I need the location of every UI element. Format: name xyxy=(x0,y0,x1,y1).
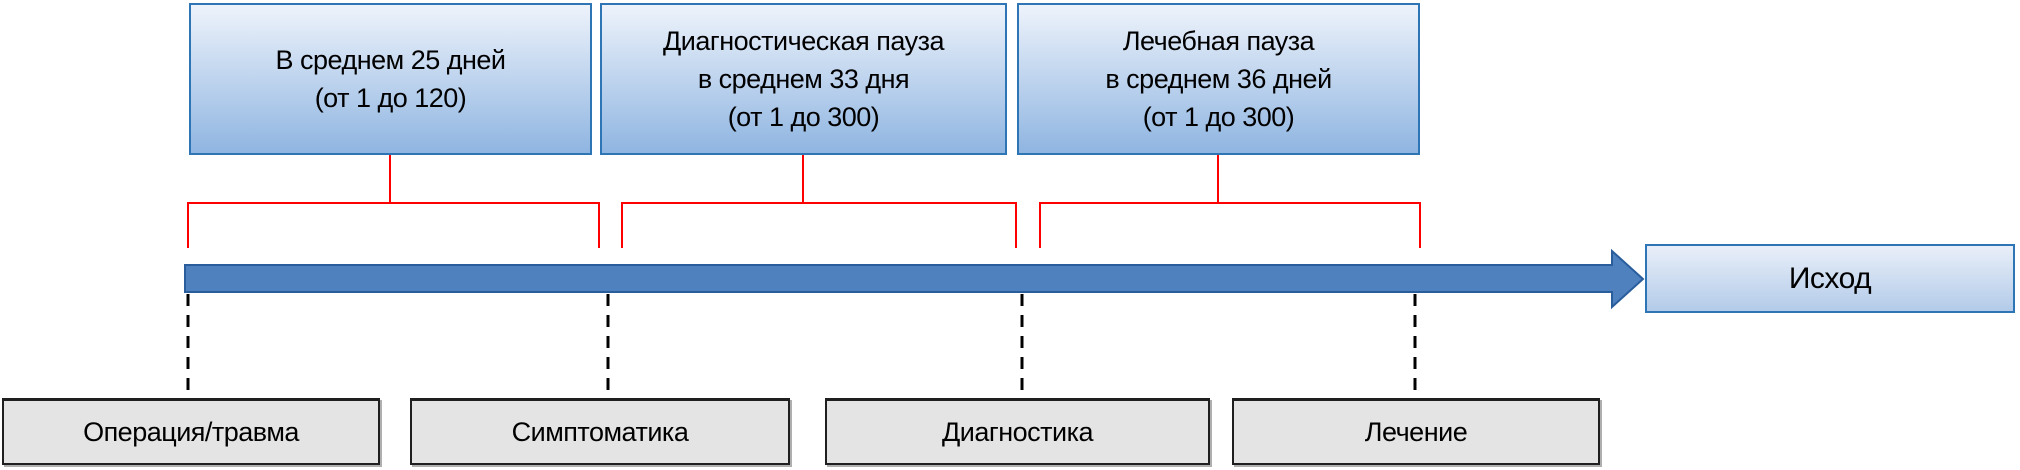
callout-line: В среднем 25 дней xyxy=(275,45,507,75)
stage-label: Симптоматика xyxy=(511,416,689,447)
callout-box-treatment-pause: Лечебная пауза в среднем 36 дней (от 1 д… xyxy=(1017,3,1420,155)
stage-box-symptoms: Симптоматика xyxy=(410,398,790,465)
timeline-arrow xyxy=(184,248,1645,310)
callout-line: Диагностическая пауза xyxy=(663,26,944,56)
stage-label: Операция/травма xyxy=(83,416,299,447)
red-bracket-2 xyxy=(621,202,1017,248)
red-bracket-1 xyxy=(187,202,600,248)
callout-line: (от 1 до 300) xyxy=(727,102,880,132)
stage-box-operation-trauma: Операция/травма xyxy=(2,398,380,465)
callout-line: (от 1 до 120) xyxy=(314,83,467,113)
stage-label: Лечение xyxy=(1364,416,1468,447)
callout-line: (от 1 до 300) xyxy=(1142,102,1295,132)
outcome-label: Исход xyxy=(1788,261,1872,295)
callout-box-diagnostic-pause: Диагностическая пауза в среднем 33 дня (… xyxy=(600,3,1007,155)
red-bracket-3 xyxy=(1039,202,1421,248)
callout-box-average-25-days: В среднем 25 дней (от 1 до 120) xyxy=(189,3,592,155)
callout-line: в среднем 36 дней xyxy=(1105,64,1332,94)
callout-line: Лечебная пауза xyxy=(1122,26,1315,56)
callout-line: в среднем 33 дня xyxy=(697,64,910,94)
stage-label: Диагностика xyxy=(941,416,1094,447)
outcome-box: Исход xyxy=(1645,244,2015,313)
stage-box-diagnostics: Диагностика xyxy=(825,398,1210,465)
stage-box-treatment: Лечение xyxy=(1232,398,1600,465)
